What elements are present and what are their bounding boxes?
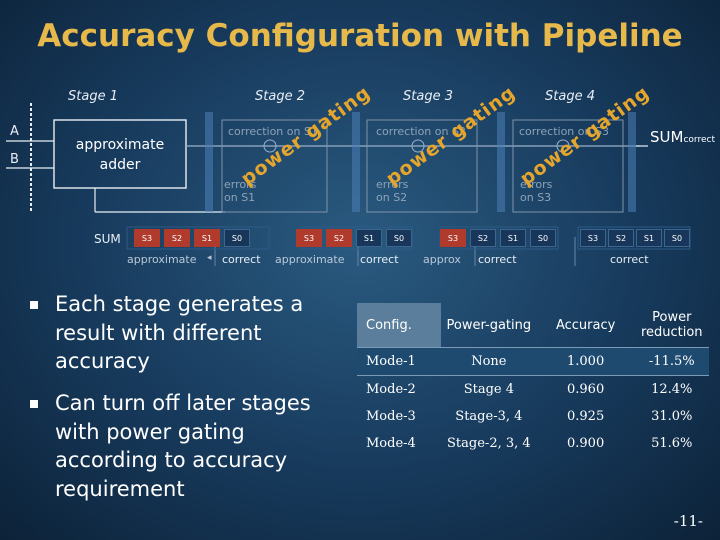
cell-power-gating: Stage-2, 3, 4 — [447, 436, 531, 451]
slot-g1-s2: S2 — [164, 229, 190, 247]
cell-power-gating: Stage 4 — [463, 382, 514, 397]
bottom-label-correct-1: correct — [222, 253, 261, 266]
arrow-left-icon: ◂ — [207, 253, 212, 263]
accuracy-config-table: Config. Power-gating Accuracy Power redu… — [357, 303, 709, 457]
header-power-gating: Power-gating — [441, 303, 537, 348]
slot-g3-s2: S2 — [470, 229, 496, 247]
cell-accuracy: 0.925 — [567, 409, 605, 424]
cell-mode: Mode-1 — [357, 347, 441, 376]
cell-power-reduction: 31.0% — [651, 409, 693, 424]
cell-mode: Mode-3 — [366, 409, 416, 424]
cell-mode: Mode-4 — [366, 436, 416, 451]
input-b-label: B — [10, 152, 19, 167]
approximate-adder-box — [53, 119, 187, 189]
stage-3-label: Stage 3 — [403, 89, 453, 104]
input-a-label: A — [10, 124, 19, 139]
cell-accuracy: 1.000 — [536, 347, 635, 376]
cell-power-reduction: 51.6% — [651, 436, 693, 451]
errors-label-1: errors on S1 — [224, 178, 257, 204]
bottom-label-approx: approx — [423, 253, 461, 266]
approximate-adder-label: approximate adder — [75, 137, 165, 173]
errors-label-2: errors on S2 — [376, 178, 409, 204]
slot-g4-s1: S1 — [636, 229, 662, 247]
stage-1-label: Stage 1 — [68, 89, 118, 104]
table-row: Mode-1 None 1.000 -11.5% — [357, 347, 709, 376]
table-header-row: Config. Power-gating Accuracy Power redu… — [357, 303, 709, 348]
correction-box-3 — [512, 119, 624, 213]
sum-correct-label: SUMcorrect — [650, 128, 715, 146]
bullet-1-text: Each stage generates a result with diffe… — [55, 292, 304, 373]
slot-g4-s0: S0 — [664, 229, 690, 247]
page-number: -11- — [673, 512, 703, 530]
slot-g4-s2: S2 — [608, 229, 634, 247]
correction-label-1: correction on S1 — [228, 125, 318, 138]
slot-g3-s1: S1 — [500, 229, 526, 247]
header-config: Config. — [357, 303, 441, 348]
slot-g2-s3: S3 — [296, 229, 322, 247]
slot-g2-s2: S2 — [326, 229, 352, 247]
bottom-label-correct-3: correct — [478, 253, 517, 266]
table-row: Mode-3 Stage-3, 4 0.925 31.0% — [357, 403, 709, 430]
correction-label-2: correction on S2 — [376, 125, 466, 138]
slot-g3-s3: S3 — [440, 229, 466, 247]
slot-g3-s0: S0 — [530, 229, 556, 247]
errors-label-3: errors on S3 — [520, 178, 553, 204]
slot-g1-s3: S3 — [134, 229, 160, 247]
bullet-square-icon — [30, 400, 38, 408]
correction-label-3: correction on S3 — [519, 125, 609, 138]
cell-power-gating: None — [441, 347, 537, 376]
correction-box-1 — [221, 119, 328, 213]
bullet-square-icon — [30, 301, 38, 309]
cell-mode: Mode-2 — [366, 382, 416, 397]
bottom-label-approximate-2: approximate — [275, 253, 345, 266]
stage-2-label: Stage 2 — [255, 89, 305, 104]
cell-power-reduction: 12.4% — [651, 382, 693, 397]
bottom-label-correct-2: correct — [360, 253, 399, 266]
page-title: Accuracy Configuration with Pipeline — [37, 18, 683, 54]
bottom-label-approximate-1: approximate — [127, 253, 197, 266]
sum-label: SUM — [94, 232, 121, 246]
bottom-label-correct-4: correct — [610, 253, 649, 266]
cell-accuracy: 0.960 — [567, 382, 605, 397]
header-accuracy: Accuracy — [536, 303, 635, 348]
slot-g1-s0: S0 — [224, 229, 250, 247]
slot-g4-s3: S3 — [580, 229, 606, 247]
slot-g2-s0: S0 — [386, 229, 412, 247]
cell-accuracy: 0.900 — [567, 436, 605, 451]
cell-power-gating: Stage-3, 4 — [455, 409, 523, 424]
correction-box-2 — [366, 119, 478, 213]
slot-g1-s1: S1 — [194, 229, 220, 247]
stage-4-label: Stage 4 — [545, 89, 595, 104]
bullet-2-text: Can turn off later stages with power gat… — [55, 391, 311, 501]
table-row: Mode-4 Stage-2, 3, 4 0.900 51.6% — [357, 430, 709, 457]
slot-g2-s1: S1 — [356, 229, 382, 247]
header-power-reduction: Power reduction — [634, 303, 709, 348]
cell-power-reduction: -11.5% — [634, 347, 709, 376]
pipeline-diagram — [6, 103, 691, 266]
table-row: Mode-2 Stage 4 0.960 12.4% — [357, 376, 709, 404]
